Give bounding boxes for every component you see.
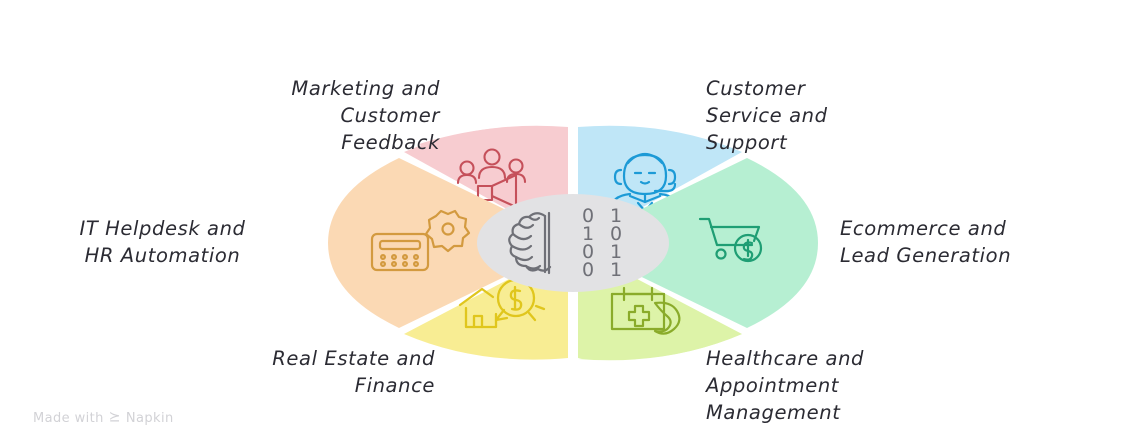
hub-binary-col2-d4: 1 [610, 259, 622, 281]
wheel-segment-ecommerce[interactable] [582, 158, 818, 328]
shopping-cart-dollar-icon [698, 217, 763, 263]
hub-binary-col1-d4: 0 [582, 259, 594, 281]
hub-binary-col1-d2: 1 [582, 223, 594, 245]
segment-label-marketing: Marketing and Customer Feedback [291, 77, 440, 154]
watermark-brand: Napkin [125, 410, 174, 426]
wheel-segment-ithelpdesk[interactable] [328, 158, 564, 328]
support-agent-headset-icon [609, 152, 681, 213]
hub-binary-col1-d3: 0 [582, 241, 594, 263]
napkin-logo-icon: ⪰ [108, 409, 121, 425]
medical-calendar-phone-icon [610, 286, 681, 335]
segment-label-realestate: Real Estate and Finance [272, 347, 435, 397]
ai-brain-binary-icon [508, 212, 552, 274]
hub-binary-col2-d1: 1 [610, 205, 622, 227]
center-hub[interactable]: 0 1 0 0 1 0 1 1 [477, 194, 669, 292]
hub-binary-col2-d3: 1 [610, 241, 622, 263]
segment-label-ecommerce: Ecommerce and Lead Generation [840, 217, 1012, 267]
segment-label-healthcare: Healthcare and Appointment Management [706, 347, 865, 424]
napkin-watermark: Made with ⪰ Napkin [33, 409, 174, 426]
center-hub-ellipse[interactable] [477, 194, 669, 292]
segment-label-support: Customer Service and Support [706, 77, 828, 154]
watermark-prefix: Made with [33, 410, 104, 426]
segment-label-ithelpdesk: IT Helpdesk and HR Automation [79, 217, 246, 267]
hub-binary-col2-d2: 0 [610, 223, 622, 245]
keypad-gear-icon [370, 209, 471, 272]
wheel-segment-ecommerce-wedge[interactable] [582, 158, 818, 328]
hub-binary-column-1: 0 [582, 205, 594, 227]
wheel-segment-ithelpdesk-wedge[interactable] [328, 158, 564, 328]
